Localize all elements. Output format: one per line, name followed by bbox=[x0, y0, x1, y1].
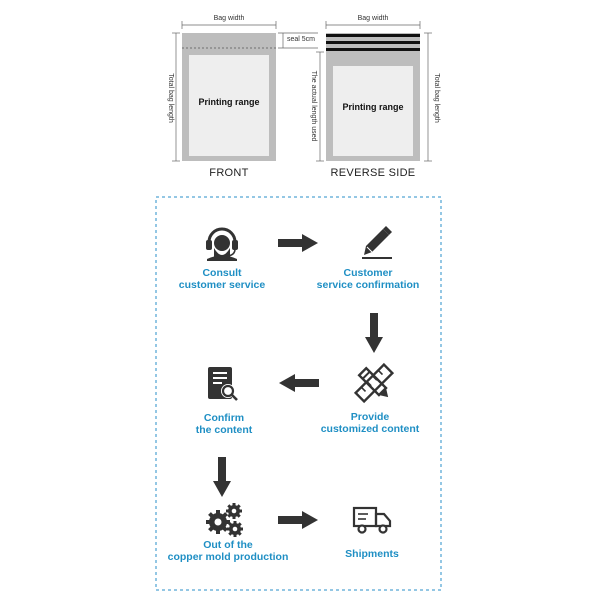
step-provide-content-line2: customized content bbox=[320, 423, 420, 435]
step-copper-mold-production-line2: copper mold production bbox=[167, 551, 289, 563]
reverse-side-title: REVERSE SIDE bbox=[330, 167, 416, 179]
step-copper-mold-production: Out of the copper mold production bbox=[158, 539, 298, 563]
front-total-length-label: Total bag length bbox=[167, 73, 174, 123]
reverse-bag-width-label: Bag width bbox=[357, 15, 389, 22]
step-customer-confirmation-line1: Customer bbox=[343, 267, 393, 279]
process-frame bbox=[155, 196, 442, 591]
step-shipments: Shipments bbox=[322, 548, 422, 560]
step-confirm-content-line1: Confirm bbox=[203, 412, 245, 424]
seal-label: seal 5cm bbox=[287, 36, 316, 43]
step-shipments-line1: Shipments bbox=[345, 548, 399, 560]
gears-icon bbox=[206, 503, 243, 537]
step-confirm-content: Confirm the content bbox=[164, 412, 284, 436]
document-search-icon bbox=[208, 367, 238, 401]
arrow-left-1 bbox=[279, 374, 319, 392]
reverse-printing-area bbox=[333, 66, 413, 156]
step-customer-confirmation: Customer service confirmation bbox=[304, 267, 432, 291]
front-printing-area bbox=[189, 55, 269, 156]
step-provide-content: Provide customized content bbox=[306, 411, 434, 435]
arrow-right-1 bbox=[278, 234, 318, 252]
arrow-down-2 bbox=[213, 457, 231, 497]
step-consult: Consult customer service bbox=[162, 267, 282, 291]
reverse-stripe-2 bbox=[326, 41, 420, 44]
front-printing-range-label: Printing range bbox=[198, 97, 260, 107]
reverse-stripe-3 bbox=[326, 48, 420, 51]
truck-icon bbox=[352, 506, 392, 534]
headset-icon bbox=[206, 227, 238, 261]
ruler-pencil-icon bbox=[353, 362, 395, 404]
front-bag bbox=[172, 21, 318, 162]
step-consult-line2: customer service bbox=[178, 279, 266, 291]
front-side-title: FRONT bbox=[209, 167, 249, 179]
actual-length-label: The actual length used bbox=[310, 70, 317, 142]
step-consult-line1: Consult bbox=[202, 267, 242, 279]
step-customer-confirmation-line2: service confirmation bbox=[316, 279, 420, 291]
front-bag-width-label: Bag width bbox=[213, 15, 245, 22]
reverse-total-length-label: Total bag length bbox=[433, 73, 440, 123]
pencil-icon bbox=[362, 226, 392, 259]
step-confirm-content-line2: the content bbox=[195, 424, 253, 436]
step-copper-mold-production-line1: Out of the bbox=[203, 539, 253, 551]
reverse-stripe-1 bbox=[326, 34, 420, 37]
arrow-right-2 bbox=[278, 511, 318, 529]
step-provide-content-line1: Provide bbox=[350, 411, 390, 423]
reverse-printing-range-label: Printing range bbox=[342, 102, 404, 112]
reverse-bag bbox=[316, 21, 432, 162]
arrow-down-1 bbox=[365, 313, 383, 353]
